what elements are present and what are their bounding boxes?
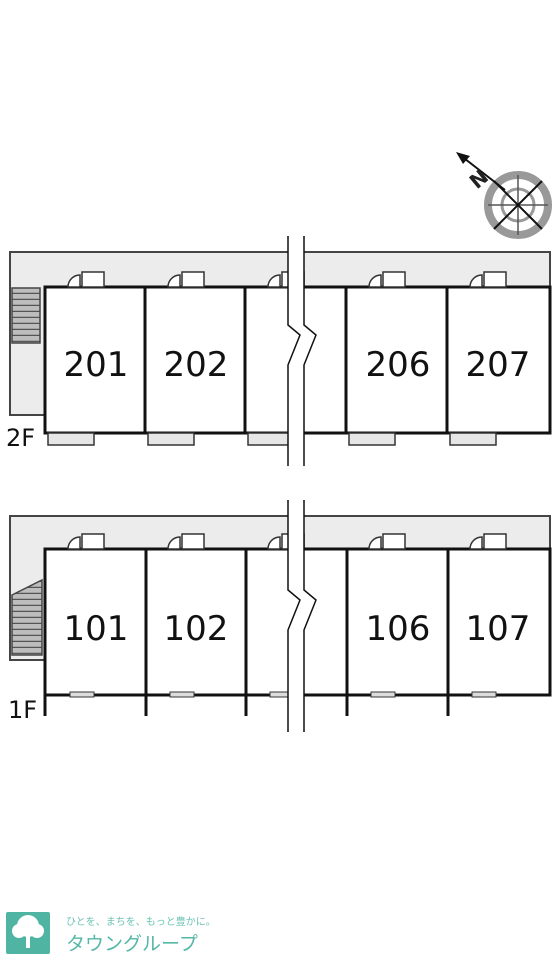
windows-1f: [69, 691, 497, 698]
room-207: 207: [466, 345, 531, 385]
staircase-1f: [11, 578, 43, 656]
room-106: 106: [366, 609, 431, 649]
room-101: 101: [64, 609, 129, 649]
compass-rose-icon: [456, 152, 552, 239]
tree-logo-icon: [6, 912, 50, 954]
room-202: 202: [164, 345, 229, 385]
room-201: 201: [64, 345, 129, 385]
logo-tagline: ひとを、まちを、もっと豊かに。: [66, 915, 216, 928]
balconies-2f: [47, 432, 497, 446]
room-102: 102: [164, 609, 229, 649]
doors-1f: [67, 533, 507, 550]
room-107: 107: [466, 609, 531, 649]
staircase-2f: [11, 287, 41, 344]
floor-2f: [9, 236, 552, 466]
break-gap-2f: [288, 236, 304, 466]
floor-label-1f: 1F: [8, 696, 37, 724]
logo-name: タウングループ: [66, 933, 198, 955]
floor-label-2f: 2F: [6, 424, 35, 452]
break-gap-1f: [288, 500, 304, 732]
floor-1f: [9, 500, 552, 732]
room-206: 206: [366, 345, 431, 385]
